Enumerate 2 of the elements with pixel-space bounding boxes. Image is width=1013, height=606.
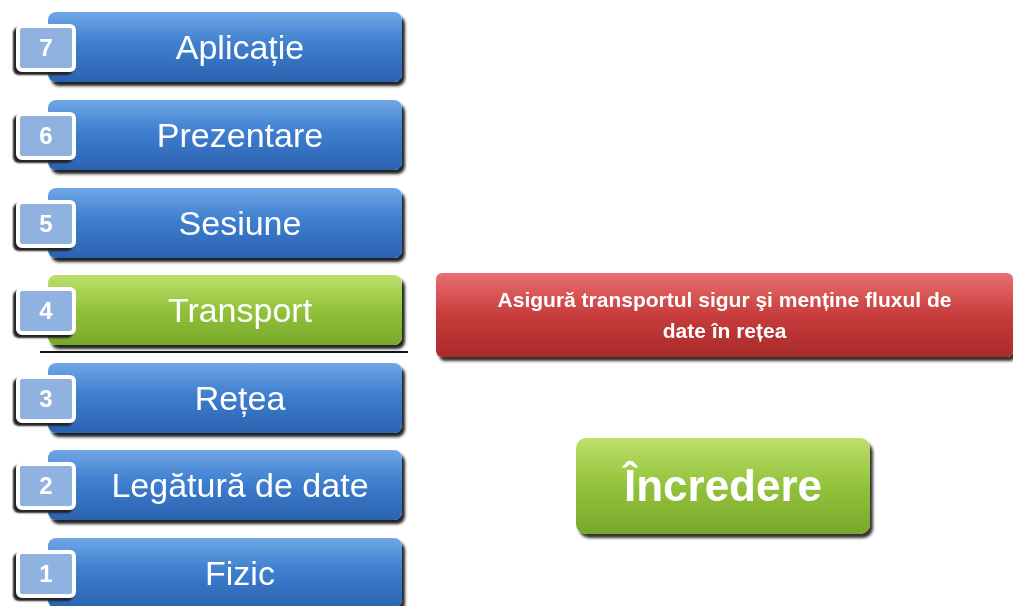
description-box: Asigură transportul sigur şi menține fluxul de date în rețea bbox=[436, 273, 1013, 357]
label-box: Încredere bbox=[576, 438, 870, 534]
